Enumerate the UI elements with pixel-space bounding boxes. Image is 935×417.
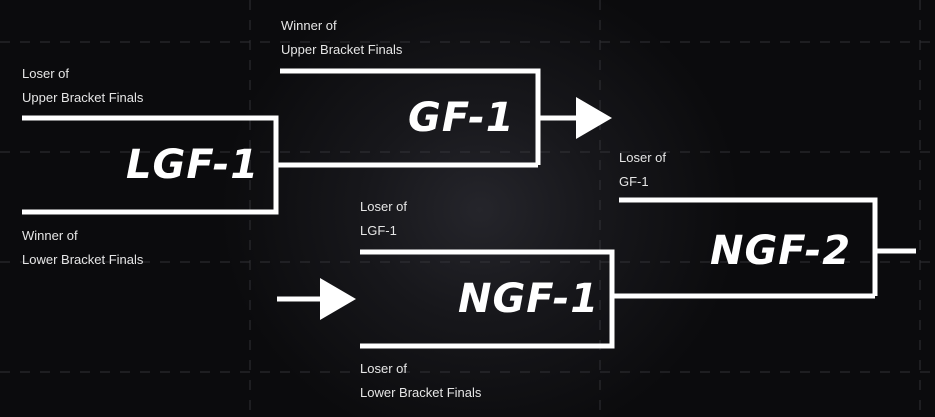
lgf1-top-label: Loser of Upper Bracket Finals: [22, 62, 143, 110]
gf1-top-label-line1: Winner of: [281, 18, 337, 33]
gf1-bracket: [280, 68, 541, 165]
ngf2-bracket: [619, 197, 878, 296]
ngf1-top-label: Loser of LGF-1: [360, 195, 407, 243]
ngf1-bracket: [360, 249, 615, 349]
lgf1-top-label-line2: Upper Bracket Finals: [22, 90, 144, 105]
ngf1-bottom-label-line1: Loser of: [360, 361, 407, 376]
gf1-top-label: Winner of Upper Bracket Finals: [281, 14, 402, 62]
ngf2-top-label-line2: GF-1: [619, 174, 649, 189]
ngf2-top-label-line1: Loser of: [619, 150, 666, 165]
ngf1-bottom-label: Loser of Lower Bracket Finals: [360, 357, 481, 405]
lgf1-bottom-label-line1: Winner of: [22, 228, 78, 243]
match-ngf2: NGF-2: [710, 228, 852, 274]
ngf2-top-label: Loser of GF-1: [619, 146, 666, 194]
ngf1-bottom-label-line2: Lower Bracket Finals: [360, 385, 482, 400]
lgf1-top-label-line1: Loser of: [22, 66, 69, 81]
lgf1-bottom-label: Winner of Lower Bracket Finals: [22, 224, 143, 272]
match-lgf1: LGF-1: [126, 142, 260, 188]
gf1-top-label-line2: Upper Bracket Finals: [281, 42, 403, 57]
ngf1-top-label-line1: Loser of: [360, 199, 407, 214]
lgf1-bottom-label-line2: Lower Bracket Finals: [22, 252, 144, 267]
ngf1-arrow-head: [320, 278, 356, 320]
gf1-arrow-head: [576, 97, 612, 139]
match-gf1: GF-1: [408, 95, 515, 141]
match-ngf1: NGF-1: [458, 276, 600, 322]
ngf1-top-label-line2: LGF-1: [360, 223, 397, 238]
